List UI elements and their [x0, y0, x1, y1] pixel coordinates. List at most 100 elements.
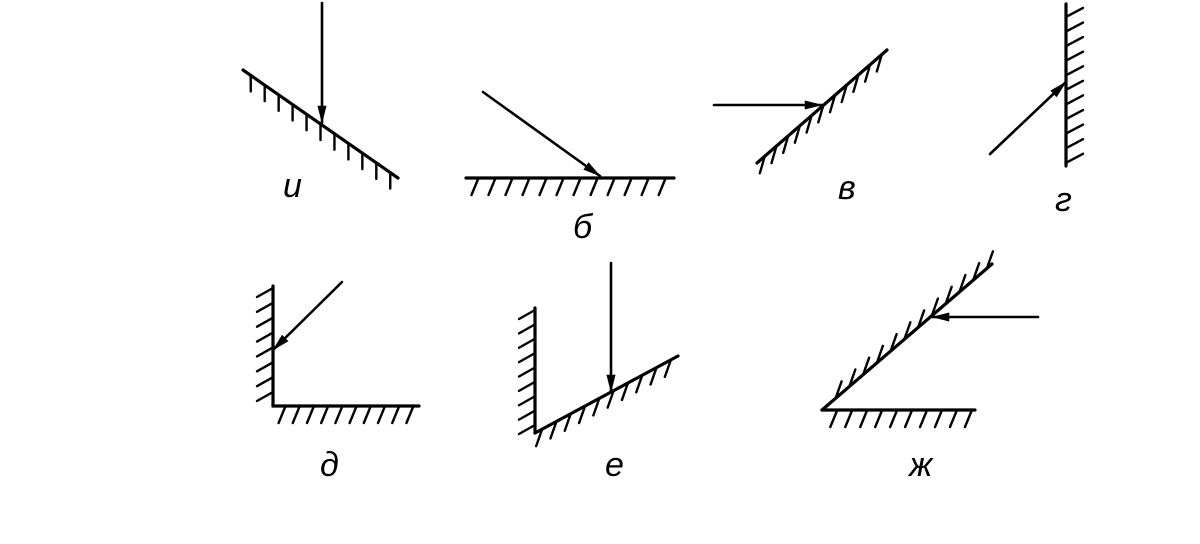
panel-b: б	[464, 90, 676, 246]
panel-zh: ж	[820, 250, 1040, 484]
hatching-zh-horizontal-tick	[859, 408, 869, 429]
mirror-zh-sloped	[820, 262, 994, 412]
hatching-d-horizontal	[277, 404, 415, 425]
hatching-g-tick	[1064, 6, 1085, 19]
hatching-b	[470, 176, 667, 197]
hatching-v-tick	[770, 144, 778, 165]
hatching-d-horizontal-tick	[334, 404, 344, 425]
hatching-d-vertical	[255, 286, 275, 403]
hatching-d-horizontal-tick	[277, 404, 287, 425]
hatching-d-horizontal-tick	[348, 404, 358, 425]
hatching-zh-sloped-tick	[834, 380, 843, 400]
panel-d: д	[255, 280, 421, 484]
hatching-d-horizontal-tick	[319, 404, 330, 425]
hatching-zh-horizontal-tick	[873, 408, 884, 429]
hatching-g-tick	[1064, 94, 1085, 106]
hatching-zh-horizontal-tick	[829, 408, 839, 429]
hatching-d-vertical-tick	[255, 286, 275, 299]
incident-ray-d	[271, 280, 344, 352]
hatching-b-tick	[623, 176, 633, 197]
hatching-b-tick	[555, 176, 565, 197]
hatching-zh-sloped-tick	[875, 344, 885, 365]
hatching-b-tick	[589, 176, 599, 197]
hatching-e-sloped-tick	[549, 420, 558, 440]
hatching-g-tick	[1064, 65, 1085, 77]
hatching-v-tick	[840, 83, 848, 104]
hatching-zh-horizontal-tick	[963, 408, 974, 429]
hatching-b-tick	[640, 176, 650, 197]
hatching-d-horizontal-tick	[291, 404, 301, 425]
hatching-e-vertical-tick	[517, 337, 537, 349]
hatching-g-tick	[1064, 123, 1085, 135]
panel-label-d: д	[320, 446, 339, 484]
hatching-e-sloped-tick	[635, 374, 644, 394]
hatching-e-vertical-tick	[517, 351, 537, 364]
hatching-v-tick	[875, 53, 883, 73]
panel-label-g: г	[1055, 181, 1072, 219]
hatching-d-vertical-tick	[255, 375, 275, 388]
hatching-g-tick	[1064, 108, 1085, 121]
hatching-v-tick	[758, 155, 766, 175]
hatching-e-sloped	[534, 358, 673, 448]
hatching-g-tick	[1064, 152, 1085, 164]
hatching-e-vertical-tick	[517, 423, 537, 436]
hatching-d-vertical-tick	[255, 331, 275, 343]
hatching-zh-horizontal-tick	[903, 408, 914, 429]
hatching-e-vertical-tick	[517, 323, 537, 335]
hatching-zh-horizontal-tick	[844, 408, 854, 429]
hatching-b-tick	[606, 176, 616, 197]
hatching-v-tick	[805, 114, 813, 134]
incident-ray-b	[481, 90, 602, 178]
panel-label-v: в	[838, 169, 856, 207]
hatching-b-tick	[521, 176, 531, 197]
hatching-zh-horizontal-tick	[933, 408, 944, 429]
hatching-d-horizontal-tick	[391, 404, 401, 425]
hatching-zh-sloped-tick	[861, 356, 871, 376]
hatching-e-vertical-tick	[517, 409, 537, 421]
hatching-zh-horizontal-tick	[948, 408, 959, 429]
hatching-b-tick	[572, 176, 582, 197]
hatching-b-tick	[657, 176, 667, 197]
hatching-v-tick	[863, 63, 872, 83]
hatching-d-horizontal-tick	[305, 404, 316, 425]
hatching-b-tick	[487, 176, 497, 197]
hatching-d-vertical-tick	[255, 390, 275, 403]
hatching-a	[249, 74, 392, 190]
hatching-d-horizontal-tick	[376, 404, 387, 425]
hatching-d-vertical-tick	[255, 316, 275, 328]
hatching-e-sloped-tick	[606, 389, 615, 409]
hatching-d-vertical-tick	[255, 301, 275, 314]
hatching-zh-sloped-tick	[916, 309, 926, 329]
incident-ray-g	[988, 80, 1068, 156]
hatching-e-sloped-tick	[563, 412, 572, 432]
panel-label-zh: ж	[907, 446, 934, 484]
hatching-zh-sloped-tick	[971, 261, 981, 282]
panel-v: в	[712, 48, 889, 207]
hatching-e-vertical-tick	[517, 380, 537, 393]
hatching-zh-sloped-tick	[889, 332, 898, 353]
hatching-b-tick	[538, 176, 548, 197]
panel-label-a: и	[283, 167, 302, 205]
hatching-e-vertical	[517, 308, 537, 436]
hatching-e-sloped-tick	[649, 366, 658, 386]
hatching-d-horizontal-tick	[405, 404, 415, 425]
hatching-zh-sloped-tick	[903, 321, 912, 341]
hatching-d-vertical-tick	[255, 361, 275, 373]
hatching-zh-sloped-tick	[944, 285, 953, 306]
hatching-v-tick	[782, 134, 790, 155]
hatching-b-tick	[504, 176, 514, 197]
hatching-v-tick	[793, 124, 802, 144]
hatching-e-sloped-tick	[663, 358, 673, 379]
hatching-zh-horizontal	[829, 408, 974, 429]
hatching-e-vertical-tick	[517, 366, 537, 378]
hatching-zh-sloped	[834, 250, 995, 400]
panel-e: е	[517, 261, 680, 484]
hatching-g	[1064, 6, 1085, 164]
hatching-v-tick	[828, 93, 837, 114]
mirror-e-sloped	[533, 354, 680, 435]
hatching-g-tick	[1064, 50, 1085, 62]
hatching-e-sloped-tick	[534, 427, 544, 448]
hatching-zh-sloped-tick	[985, 250, 995, 270]
hatching-g-tick	[1064, 35, 1085, 48]
